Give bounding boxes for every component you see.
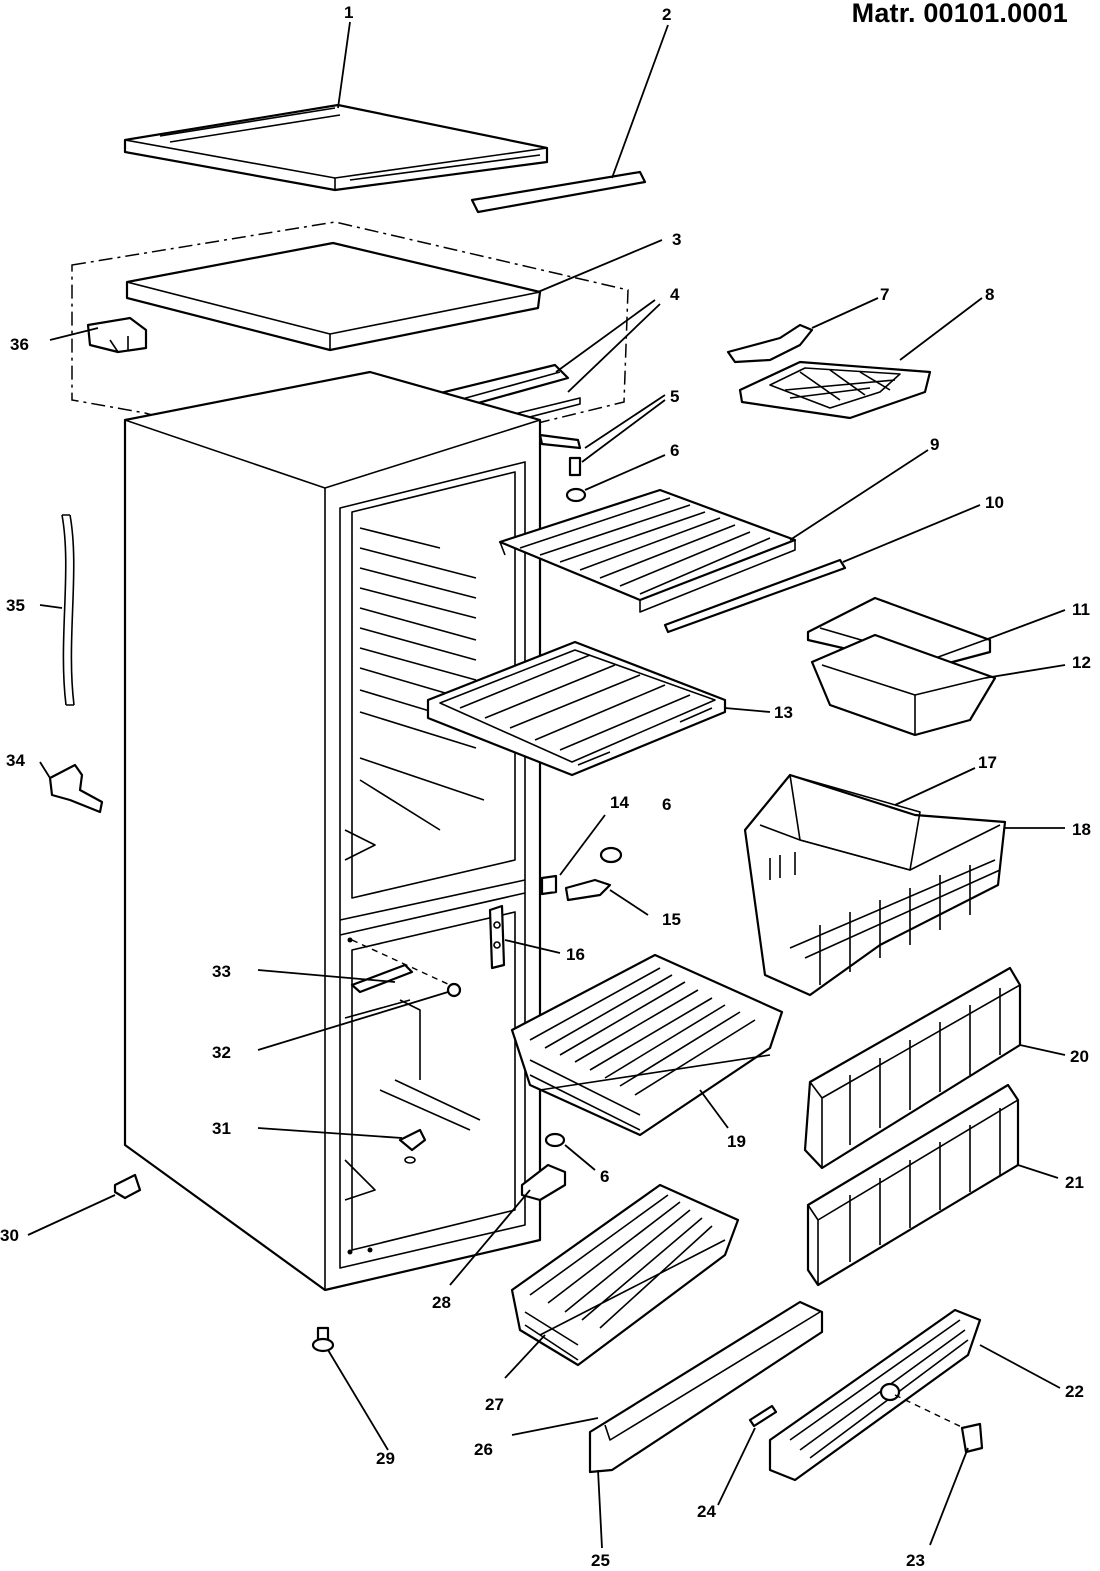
callout-1: 1: [344, 3, 353, 22]
callout-8: 8: [985, 285, 994, 304]
callout-32: 32: [212, 1043, 231, 1062]
part-thermostat-knob: [398, 1128, 427, 1164]
part-door-shelf-upper: [803, 966, 1022, 1170]
part-hinge-cover: [86, 316, 148, 354]
part-bottom-grille: [768, 1308, 984, 1482]
part-hinge-bracket: [48, 763, 104, 814]
callout-12: 12: [1072, 653, 1091, 672]
callout-6-lower: 6: [600, 1167, 609, 1186]
callout-28: 28: [432, 1293, 451, 1312]
callout-24: 24: [697, 1502, 716, 1521]
callout-4: 4: [670, 285, 680, 304]
callout-5: 5: [670, 387, 679, 406]
callout-34: 34: [6, 751, 25, 770]
callout-labels: 1 2 3 4 5 6 7 8 9 10 11 12 13 14 6 15 16…: [0, 3, 1091, 1570]
callout-27: 27: [485, 1395, 504, 1414]
callout-6-middle: 6: [662, 795, 671, 814]
part-ice-tray: [738, 360, 932, 420]
part-ice-scoop: [726, 323, 814, 364]
callout-6-upper: 6: [670, 441, 679, 460]
part-hinge-lower: [520, 1132, 567, 1202]
callout-25: 25: [591, 1551, 610, 1570]
callout-33: 33: [212, 962, 231, 981]
part-butter-box: [810, 633, 997, 737]
callout-19: 19: [727, 1132, 746, 1151]
callout-23: 23: [906, 1551, 925, 1570]
callout-10: 10: [985, 493, 1004, 512]
callout-3: 3: [672, 230, 681, 249]
part-hinge-upper: [538, 433, 587, 503]
callout-30: 30: [0, 1226, 19, 1245]
callout-20: 20: [1070, 1047, 1089, 1066]
callout-11: 11: [1072, 600, 1090, 619]
callout-31: 31: [212, 1119, 231, 1138]
part-rod: [663, 558, 847, 634]
callout-36: 36: [10, 335, 29, 354]
callout-16: 16: [566, 945, 585, 964]
part-hinge-middle: [488, 846, 623, 970]
part-gasket: [61, 514, 75, 706]
callout-18: 18: [1072, 820, 1091, 839]
callout-29: 29: [376, 1449, 395, 1468]
callout-26: 26: [474, 1440, 493, 1459]
part-cabinet: [123, 370, 542, 1292]
callout-35: 35: [6, 596, 25, 615]
part-wire-basket: [510, 953, 784, 1137]
callout-9: 9: [930, 435, 939, 454]
callout-22: 22: [1065, 1382, 1084, 1401]
callout-13: 13: [774, 703, 793, 722]
callout-21: 21: [1065, 1173, 1084, 1192]
part-leveling-foot: [311, 1326, 335, 1353]
callout-15: 15: [662, 910, 681, 929]
part-trim-strip: [470, 170, 647, 214]
part-foot: [113, 1173, 142, 1200]
part-wire-shelf: [498, 488, 797, 613]
diagram-title: Matr. 00101.0001: [851, 0, 1068, 28]
part-crisper-basket: [510, 1183, 740, 1367]
callout-14: 14: [610, 793, 629, 812]
leader-lines: [27, 21, 1066, 1549]
callout-2: 2: [662, 5, 671, 24]
part-door-kick-strip: [588, 1300, 824, 1474]
callout-7: 7: [880, 285, 889, 304]
part-top-cover: [123, 103, 549, 192]
part-door-bin: [743, 773, 1007, 997]
part-glass-shelf: [426, 640, 727, 777]
part-top-panel: [125, 241, 542, 352]
callout-17: 17: [978, 753, 997, 772]
part-lamp-cover: [350, 939, 462, 998]
